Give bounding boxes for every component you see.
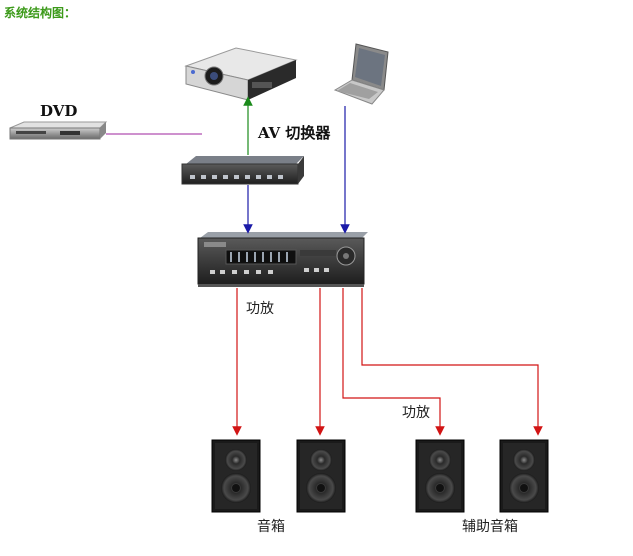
aux-amplifier-label: 功放: [402, 405, 430, 421]
dvd-player-icon: [9, 121, 108, 140]
av-switcher-icon: [181, 156, 304, 185]
amp-to-aux-speaker-2-link: [361, 288, 543, 436]
laptop-icon: [333, 43, 389, 105]
speaker-icon: [296, 439, 346, 513]
speaker-icon: [211, 439, 261, 513]
speakers-label: 音箱: [257, 519, 285, 535]
projector-icon: [184, 47, 298, 101]
amplifier-icon: [197, 232, 368, 287]
amplifier-label: 功放: [246, 301, 274, 317]
speaker-icon: [415, 439, 465, 513]
amp-to-aux-speaker-1-link: [342, 288, 445, 436]
av-switcher-label: AV 切换器: [258, 124, 331, 142]
speaker-icon: [499, 439, 549, 513]
aux-speakers-label: 辅助音箱: [462, 519, 518, 535]
diagram-title: 系统结构图：: [4, 6, 77, 20]
dvd-label: DVD: [40, 102, 78, 120]
